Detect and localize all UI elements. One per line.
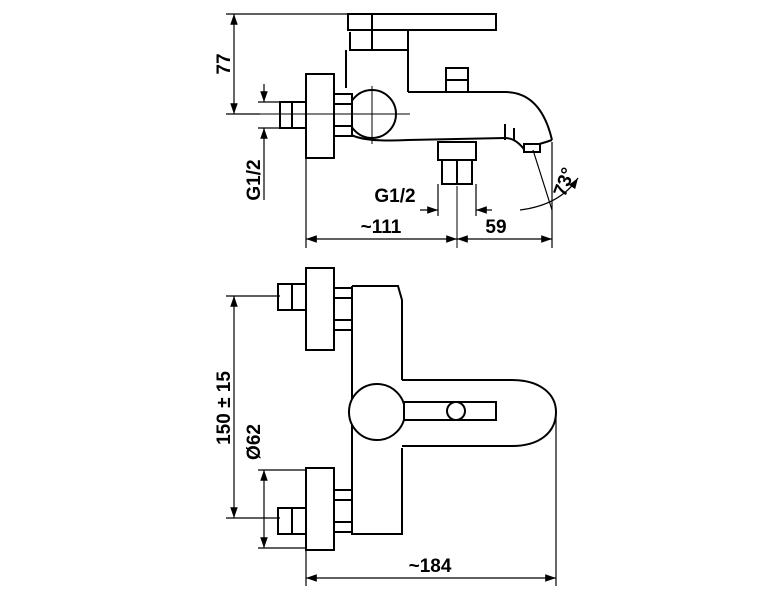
dim-spout-label: 59	[485, 217, 506, 238]
dim-angle-label: 73°	[550, 165, 580, 199]
dim-diameter-label: Ø62	[244, 424, 265, 460]
front-dimensions	[226, 295, 557, 586]
side-view	[258, 13, 553, 248]
front-top-connector	[277, 267, 353, 351]
front-bottom-connector	[277, 467, 353, 551]
dim-depth-label: ~111	[361, 217, 402, 238]
mixer-body	[345, 50, 553, 185]
front-view	[277, 267, 558, 551]
front-body	[348, 285, 558, 535]
dim-width-label: ~184	[409, 556, 452, 577]
wall-flange	[279, 73, 353, 159]
side-dimensions	[226, 13, 579, 248]
dim-thread-bottom-label: G1/2	[374, 186, 415, 207]
dim-center-distance-label: 150 ± 15	[214, 371, 235, 445]
lever-handle	[347, 13, 497, 51]
dim-thread-side-label: G1/2	[244, 159, 265, 200]
dim-height-label: 77	[214, 53, 235, 74]
